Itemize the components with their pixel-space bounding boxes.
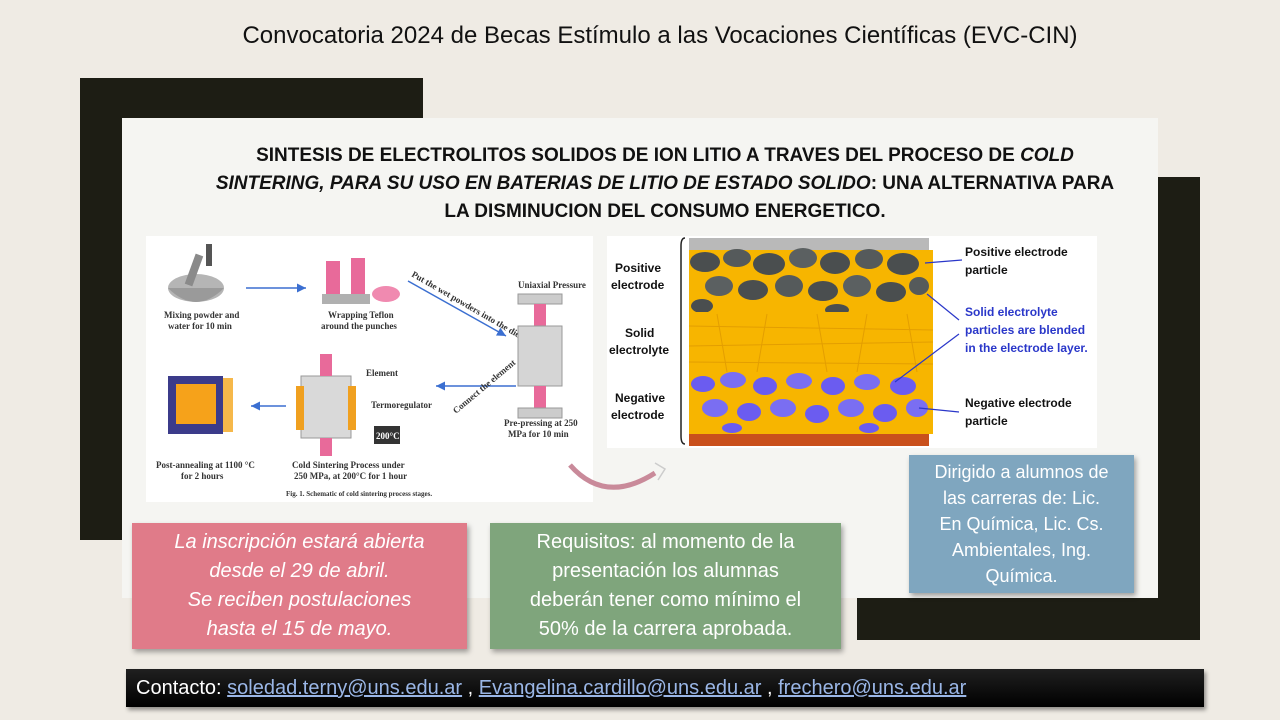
sintering-setup-icon	[296, 354, 400, 456]
battery-layer-svg: Positive electrode Solid electrolyte Neg…	[609, 237, 1088, 446]
mixer-icon	[168, 244, 224, 302]
step1-label-b: water for 10 min	[168, 321, 232, 331]
positive-label-1: Positive	[615, 261, 661, 275]
blend-label-2: particles are blended	[965, 323, 1085, 337]
frame-right-bar	[1158, 177, 1200, 640]
step5-label: Post-annealing at 1100 °C	[156, 460, 255, 470]
regulator-label: Termoregulator	[371, 400, 432, 410]
inscription-line-3: Se reciben postulaciones	[187, 589, 412, 611]
audience-line-4: Ambientales, Ing.	[951, 540, 1092, 560]
temperature-label: 200°C	[376, 431, 400, 441]
email-link-cardillo[interactable]: Evangelina.cardillo@uns.edu.ar	[478, 677, 762, 699]
project-title: SINTESIS DE ELECTROLITOS SOLIDOS DE ION …	[215, 142, 1115, 226]
requirements-line-3: deberán tener como mínimo el	[529, 589, 802, 611]
process-schematic-figure: Mixing powder and water for 10 min Wrapp…	[146, 236, 593, 502]
requirements-line-1: Requisitos: al momento de la	[536, 531, 795, 553]
inscription-line-2: desde el 29 de abril.	[209, 560, 390, 582]
blend-label-1: Solid electrolyte	[965, 305, 1058, 319]
audience-line-3: En Química, Lic. Cs.	[939, 514, 1104, 534]
project-title-italic: COLD SINTERING, PARA SU USO EN BATERIAS …	[215, 145, 1074, 194]
step1-label: Mixing powder and	[164, 310, 239, 320]
bottom-collector	[689, 434, 929, 446]
inscription-line-4: hasta el 15 de mayo.	[206, 618, 393, 640]
step3-label-b: MPa for 10 min	[508, 429, 569, 439]
step5-label-b: for 2 hours	[181, 471, 224, 481]
requirements-box: Requisitos: al momento de la presentació…	[490, 523, 841, 649]
project-title-text-2: : UNA ALTERNATIVA PARA LA DISMINUCION DE…	[444, 173, 1115, 222]
contact-separator-1: ,	[462, 677, 479, 699]
electrolyte-layer	[688, 312, 934, 373]
negative-particle-label-2: particle	[965, 414, 1008, 428]
contact-separator-2: ,	[761, 677, 779, 699]
element-label: Element	[366, 368, 398, 378]
press-die-icon	[517, 293, 563, 419]
audience-line-5: Química.	[985, 566, 1058, 586]
step2-label: Wrapping Teflon	[328, 310, 394, 320]
positive-particle-label-1: Positive electrode	[965, 245, 1068, 259]
arrow-2-label: Put the wet powders into the die	[410, 269, 522, 339]
frame-top-left-bar	[80, 78, 423, 118]
top-collector	[689, 238, 929, 250]
negative-particle-label-1: Negative electrode	[965, 396, 1072, 410]
negative-label-2: electrode	[611, 408, 665, 422]
positive-particle-label-2: particle	[965, 263, 1008, 277]
curved-arrow-decoration	[568, 462, 667, 490]
process-schematic-svg: Mixing powder and water for 10 min Wrapp…	[156, 244, 586, 498]
inscription-line-1: La inscripción estará abierta	[174, 531, 425, 553]
contact-label: Contacto:	[136, 677, 228, 699]
furnace-icon	[168, 376, 233, 434]
inscription-dates-box: La inscripción estará abierta desde el 2…	[132, 523, 467, 649]
teflon-punch-icon	[322, 258, 400, 304]
contact-bar: Contacto: soledad.terny@uns.edu.ar , Eva…	[126, 669, 1204, 707]
step2-label-b: around the punches	[321, 321, 397, 331]
positive-label-2: electrode	[611, 278, 665, 292]
audience-line-2: las carreras de: Lic.	[942, 488, 1101, 508]
project-title-text-1: SINTESIS DE ELECTROLITOS SOLIDOS DE ION …	[256, 145, 1021, 166]
negative-label-1: Negative	[615, 391, 665, 405]
solid-label-2: electrolyte	[609, 343, 669, 357]
step4-label-b: 250 MPa, at 200°C for 1 hour	[294, 471, 407, 481]
solid-label-1: Solid	[625, 326, 654, 340]
cathode-layer	[689, 248, 933, 316]
audience-box: Dirigido a alumnos de las carreras de: L…	[909, 455, 1134, 593]
pointer-lines	[894, 259, 963, 413]
requirements-line-2: presentación los alumnas	[552, 560, 779, 582]
step4-label: Cold Sintering Process under	[292, 460, 405, 470]
frame-bottom-right-bar	[857, 598, 1200, 640]
layer-bracket	[680, 237, 686, 445]
arrow-2	[407, 280, 507, 337]
blend-label-3: in the electrode layer.	[965, 341, 1088, 355]
email-link-frechero[interactable]: frechero@uns.edu.ar	[778, 677, 967, 699]
step3-label: Pre-pressing at 250	[504, 418, 578, 428]
anode-layer	[689, 372, 933, 434]
uniaxial-label: Uniaxial Pressure	[518, 280, 586, 290]
slide-title: Convocatoria 2024 de Becas Estímulo a la…	[242, 22, 1078, 49]
requirements-line-4: 50% de la carrera aprobada.	[538, 618, 793, 640]
frame-left-bar	[80, 78, 122, 540]
email-link-terny[interactable]: soledad.terny@uns.edu.ar	[227, 677, 463, 699]
figure-caption: Fig. 1. Schematic of cold sintering proc…	[286, 490, 432, 498]
battery-layer-figure: Positive electrode Solid electrolyte Neg…	[607, 236, 1097, 448]
audience-line-1: Dirigido a alumnos de	[934, 462, 1109, 482]
